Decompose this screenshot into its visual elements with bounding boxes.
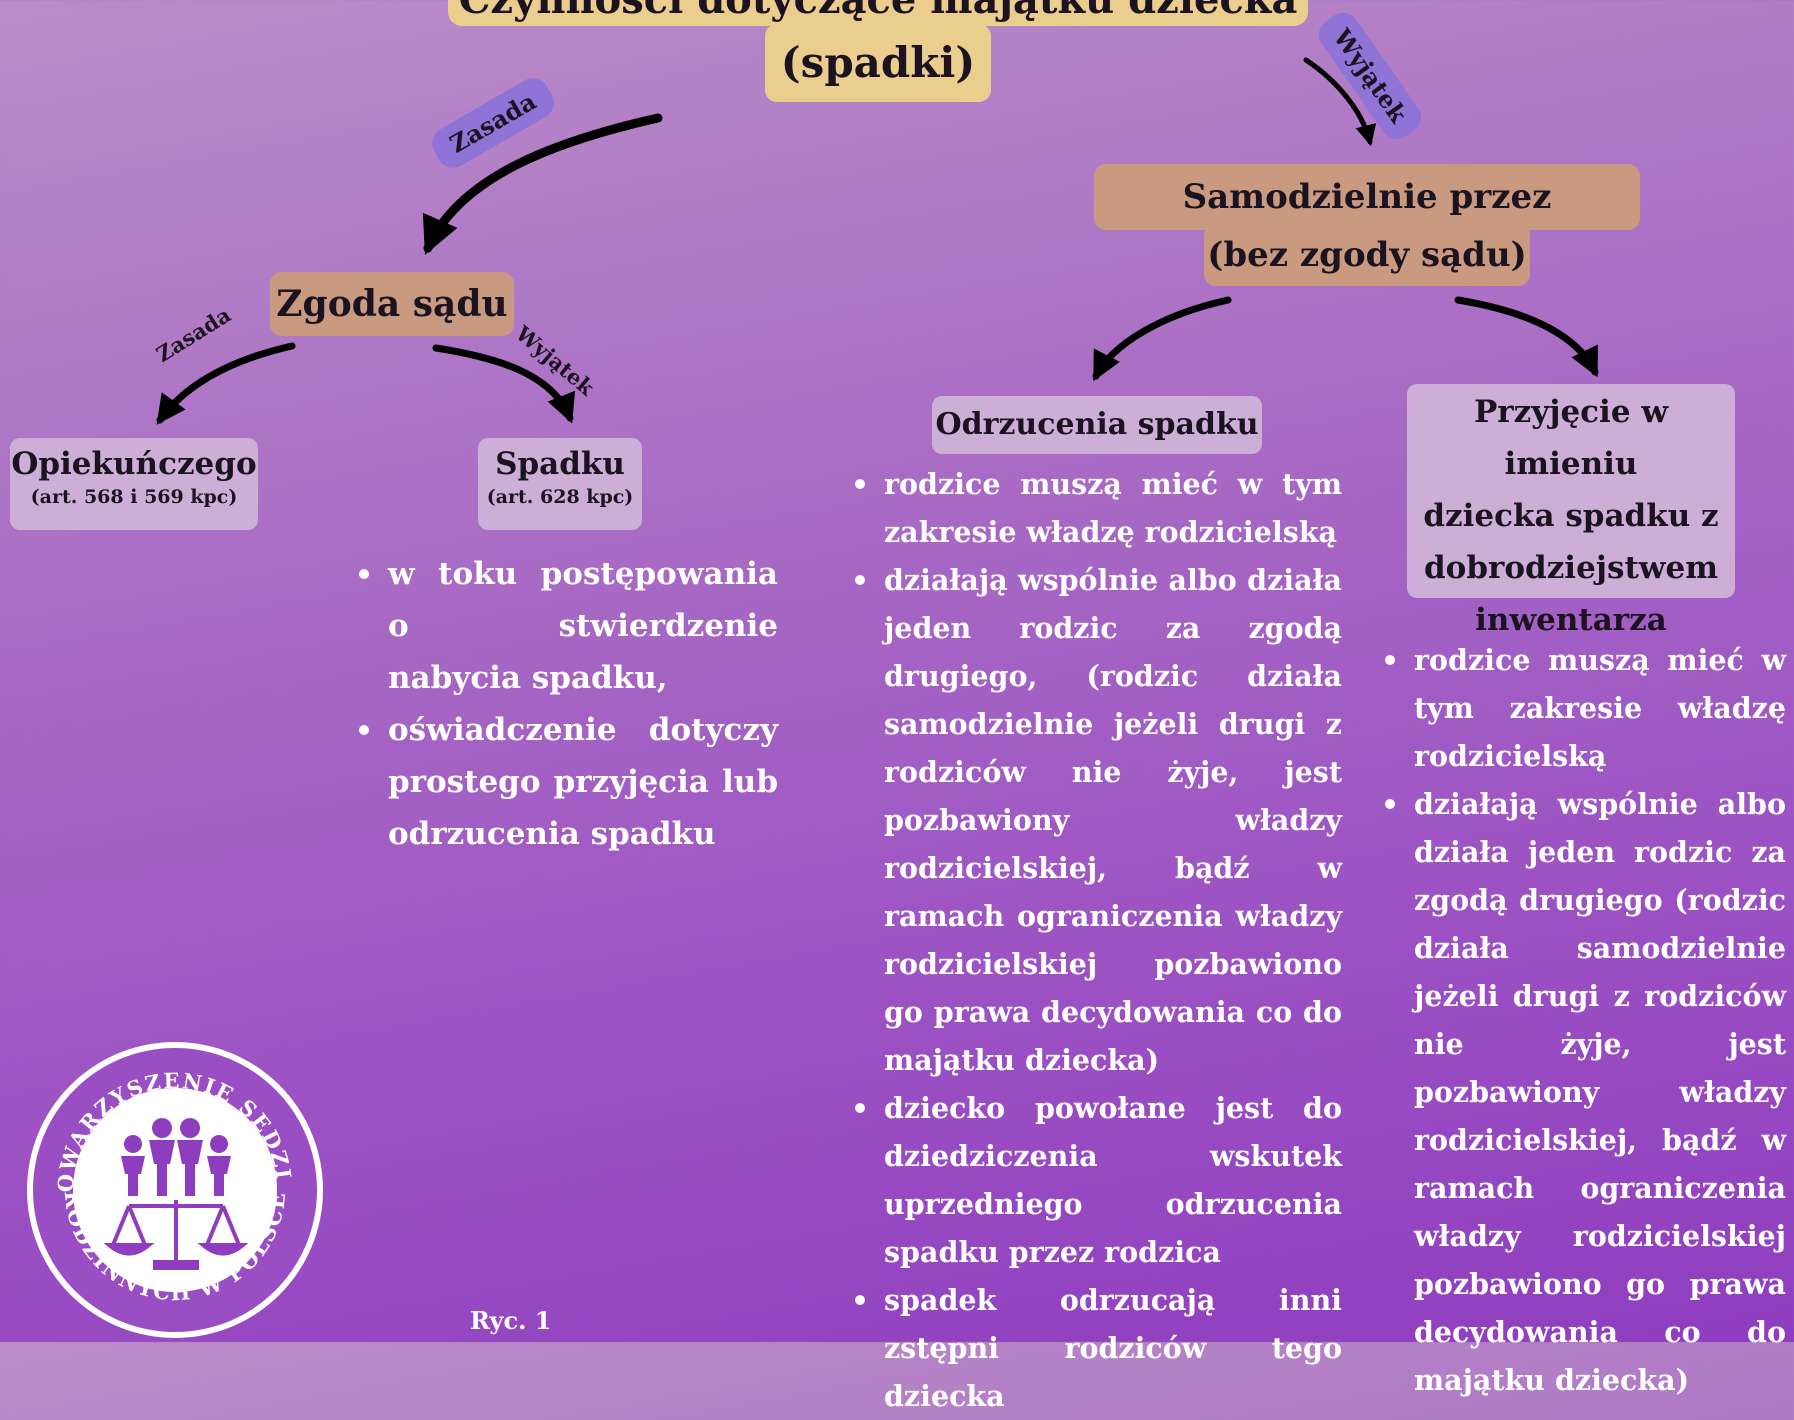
scales-icon xyxy=(103,1200,249,1270)
opiekunczego-box: Opiekuńczego (art. 568 i 569 kpc) xyxy=(10,438,258,530)
opiekunczego-title: Opiekuńczego xyxy=(11,446,257,482)
arrow-zgoda-to-opiekunczego xyxy=(156,342,296,425)
spadku-title: Spadku xyxy=(495,446,625,482)
spadku-ref: (art. 628 kpc) xyxy=(486,486,634,508)
arrow-title-to-samodzielnie xyxy=(1303,57,1377,147)
przyjecie-box: Przyjęcie w imieniu dziecka spadku z dob… xyxy=(1407,384,1735,638)
przyjecie-line1: Przyjęcie w imieniu xyxy=(1473,394,1669,482)
arrows-layer xyxy=(156,57,1599,425)
list-item: oświadczenie dotyczy prostego przyjęcia … xyxy=(350,704,778,860)
title-subtitle: (spadki) xyxy=(765,24,991,102)
association-logo: STOWARZYSZENIE SĘDZIÓW RODZINNYCH W POLS… xyxy=(25,1040,323,1338)
list-item: działają wspólnie albo działa jeden rodz… xyxy=(846,556,1342,1084)
spadku-bullet-list: w toku postępowania o stwierdzenie nabyc… xyxy=(350,548,778,860)
przyjecie-line2: dziecka spadku z xyxy=(1423,498,1719,534)
list-item: rodzice muszą mieć w tym zakresie władzę… xyxy=(1376,636,1786,780)
arrow-samodzielnie-to-przyjecie xyxy=(1454,296,1599,378)
samodzielnie-box-line2: (bez zgody sądu) xyxy=(1204,224,1530,286)
spadku-box: Spadku (art. 628 kpc) xyxy=(478,438,642,530)
figure-caption: Ryc. 1 xyxy=(470,1306,552,1335)
list-item: dziecko powołane jest do dziedziczenia w… xyxy=(846,1084,1342,1276)
title-line1: Czynności dotyczące majątku dziecka xyxy=(448,0,1308,23)
arrow-zgoda-to-spadku xyxy=(432,344,575,424)
title-box: Czynności dotyczące majątku dziecka xyxy=(448,0,1308,26)
samodzielnie-box-line1: Samodzielnie przez rodziców xyxy=(1094,164,1640,283)
odrzucenia-spadku-box: Odrzucenia spadku xyxy=(932,396,1262,454)
list-item: spadek odrzucają inni zstępni rodziców t… xyxy=(846,1276,1342,1420)
przyjecie-line3: dobrodziejstwem xyxy=(1423,550,1718,586)
list-item: w toku postępowania o stwierdzenie nabyc… xyxy=(350,548,778,704)
zgoda-sadu-box: Zgoda sądu xyxy=(270,272,514,336)
arrow-title-to-zgoda xyxy=(422,113,663,255)
przyjecie-line4: inwentarza xyxy=(1475,602,1667,638)
opiekunczego-ref: (art. 568 i 569 kpc) xyxy=(30,486,238,508)
list-item: rodzice muszą mieć w tym zakresie władzę… xyxy=(846,460,1342,556)
przyjecie-bullet-list: rodzice muszą mieć w tym zakresie władzę… xyxy=(1376,636,1786,1404)
family-figures-icon xyxy=(121,1118,231,1196)
odrzucenia-bullet-list: rodzice muszą mieć w tym zakresie władzę… xyxy=(846,460,1342,1420)
list-item: działają wspólnie albo działa jeden rodz… xyxy=(1376,780,1786,1404)
arrow-samodzielnie-to-odrzucenia xyxy=(1092,296,1232,382)
